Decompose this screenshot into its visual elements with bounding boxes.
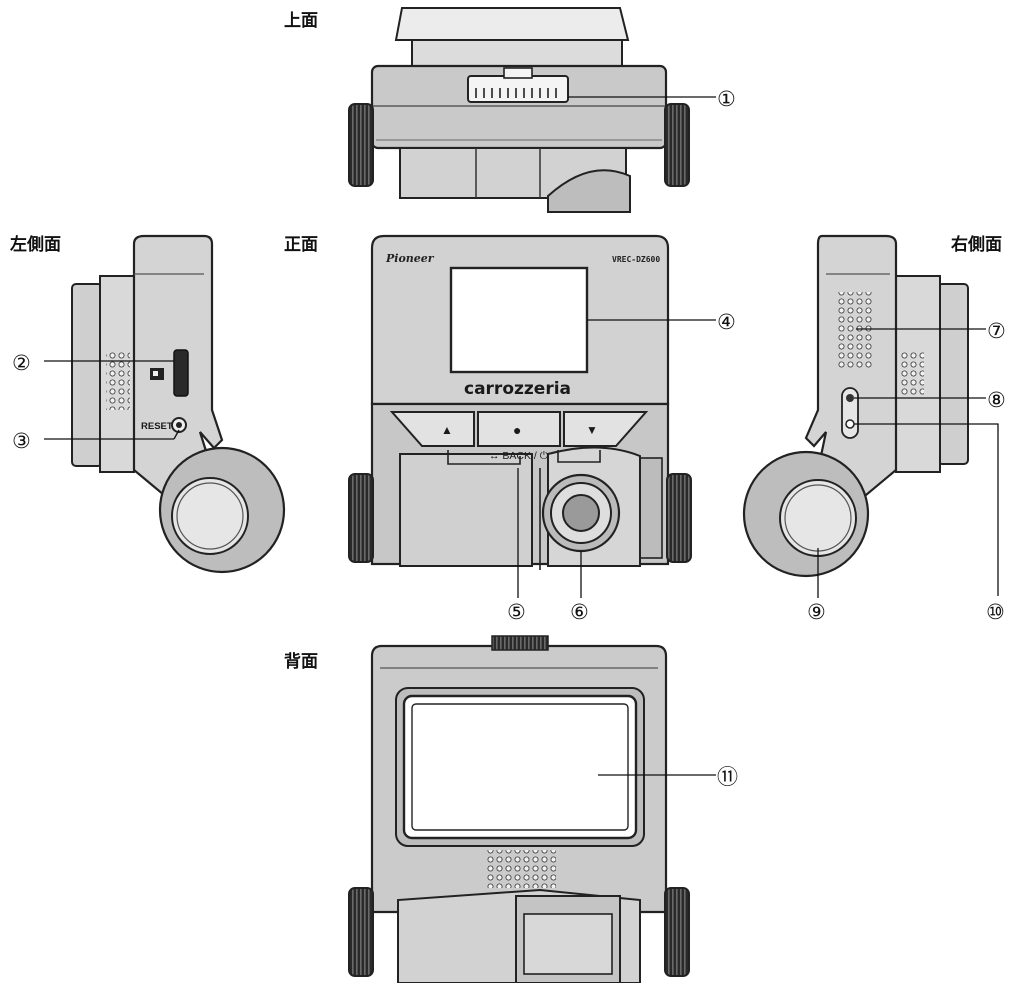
front-view-label: 正面 bbox=[284, 235, 318, 255]
right-side-view-label: 右側面 bbox=[951, 234, 1002, 255]
right-side-view bbox=[742, 234, 969, 578]
back-power-label: ↔ BACK / ⏻ bbox=[489, 450, 549, 462]
carrozzeria-logo: carrozzeria bbox=[464, 379, 571, 399]
callout-7: ⑦ bbox=[987, 319, 1006, 343]
front-button-bar: ▲ ● ▼ ↔ BACK / ⏻ bbox=[389, 411, 649, 465]
left-side-view: RESET bbox=[71, 234, 286, 574]
callout-1: ① bbox=[717, 87, 736, 111]
callout-8: ⑧ bbox=[987, 388, 1006, 412]
down-button[interactable] bbox=[563, 411, 649, 447]
up-button[interactable] bbox=[389, 411, 475, 447]
left-side-view-label: 左側面 bbox=[10, 234, 61, 255]
brand-pioneer: Pioneer bbox=[385, 252, 435, 265]
callout-9: ⑨ bbox=[807, 600, 826, 624]
callout-2: ② bbox=[12, 351, 31, 375]
top-view bbox=[348, 7, 690, 213]
back-view bbox=[348, 635, 690, 983]
callout-3: ③ bbox=[12, 429, 31, 453]
enter-dot-icon: ● bbox=[513, 422, 521, 438]
front-view: Pioneer VREC-DZ600 carrozzeria bbox=[348, 234, 692, 570]
callout-11: ⑪ bbox=[717, 765, 738, 789]
callout-6: ⑥ bbox=[570, 600, 589, 624]
callout-4: ④ bbox=[717, 310, 736, 334]
callout-10: ⑩ bbox=[986, 600, 1005, 624]
model-number: VREC-DZ600 bbox=[612, 255, 660, 264]
down-arrow-icon: ▼ bbox=[586, 423, 598, 437]
callout-5: ⑤ bbox=[507, 600, 526, 624]
top-view-label: 上面 bbox=[284, 11, 318, 31]
up-arrow-icon: ▲ bbox=[441, 423, 453, 437]
back-view-label: 背面 bbox=[284, 651, 318, 672]
enter-button[interactable] bbox=[477, 411, 561, 447]
reset-label: RESET bbox=[141, 421, 173, 432]
